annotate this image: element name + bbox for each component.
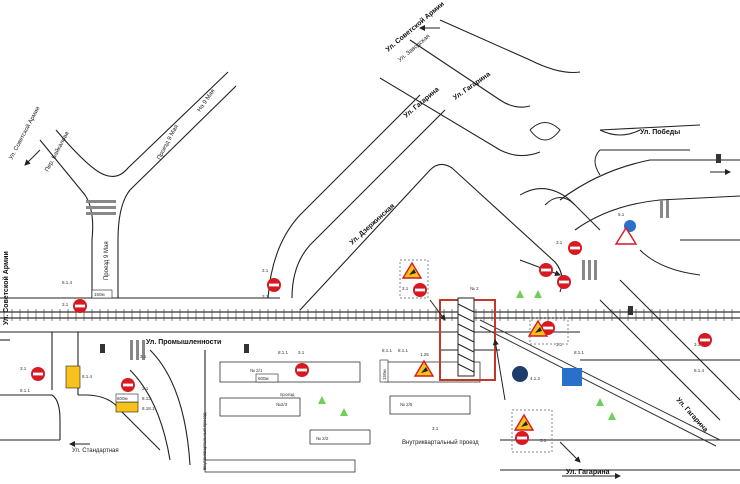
tree-icon bbox=[608, 412, 616, 420]
label-standartnaya: Ул. Стандартная bbox=[72, 448, 119, 454]
no-entry-sign-icon bbox=[413, 283, 427, 297]
sign-code: 3.1 bbox=[142, 386, 149, 391]
label-pobedy: Ул. Победы bbox=[640, 128, 680, 136]
sign-code: 3.1 bbox=[556, 342, 563, 347]
direction-arrows bbox=[24, 25, 731, 479]
distance-plate-icon bbox=[115, 393, 139, 403]
sign-code: 3.1 bbox=[20, 366, 27, 371]
sign-code: 8.1.4 bbox=[82, 374, 93, 379]
roundabout-sign-icon bbox=[512, 366, 528, 382]
label-sovetskoy-armii-left: Ул. Советской Армии bbox=[8, 105, 42, 160]
road-works-sign-icon bbox=[514, 414, 534, 431]
sign-code: 8.1.1 bbox=[278, 350, 289, 355]
sign-code: 8.1.4 bbox=[694, 368, 705, 373]
trees bbox=[318, 290, 616, 420]
distance-plate-icon bbox=[379, 359, 389, 383]
road-signs bbox=[31, 220, 712, 445]
distance-plate-text: 600м bbox=[258, 376, 269, 381]
label-vnutrikv-vert: Внутриквартальный проезд bbox=[201, 412, 207, 470]
label-promyshlennosti: Ул. Промышленности bbox=[146, 339, 221, 346]
sign-code: 3.1 bbox=[540, 438, 547, 443]
sign-code: 8.18.1 bbox=[142, 406, 155, 411]
building-no: №2/3 bbox=[276, 402, 288, 407]
distance-plates: 600м 150м 600м 150м bbox=[94, 292, 387, 401]
building-no: № 2/5 bbox=[400, 402, 413, 407]
label-dzerzhinskogo: Ул. Дзержинская bbox=[349, 203, 397, 247]
yield-sign-icon bbox=[614, 226, 638, 245]
road-works-sign-icon bbox=[414, 360, 434, 377]
no-entry-sign-icon bbox=[121, 378, 135, 392]
sign-code: 8.1.1 bbox=[574, 350, 585, 355]
label-proezd-small: проезд bbox=[280, 392, 295, 397]
tree-icon bbox=[516, 290, 524, 298]
traffic-light-icon bbox=[100, 344, 105, 353]
traffic-lights bbox=[100, 154, 721, 353]
label-gagarina-bottom: Ул. Гагарина bbox=[566, 469, 610, 476]
sign-code: 5.1 bbox=[618, 212, 625, 217]
sign-code: 3.1 bbox=[62, 302, 69, 307]
building-no: № 2/2 bbox=[316, 436, 329, 441]
sign-code: 3.1 bbox=[402, 286, 409, 291]
sign-code: 3.1 bbox=[140, 354, 147, 359]
railway-ties bbox=[3, 309, 733, 321]
building-blocks bbox=[204, 361, 481, 473]
label-per-baikalova: Пер. Байкалова bbox=[44, 130, 71, 173]
no-entry-sign-icon bbox=[31, 367, 45, 381]
sign-code: 3.1 bbox=[262, 268, 269, 273]
no-entry-sign-icon bbox=[568, 241, 582, 255]
lane-sign-icon bbox=[562, 368, 582, 386]
tree-icon bbox=[318, 396, 326, 404]
no-entry-sign-icon bbox=[515, 431, 529, 445]
sign-code: 3.1 bbox=[432, 426, 439, 431]
traffic-light-icon bbox=[244, 344, 249, 353]
road-works-sign-icon bbox=[402, 262, 422, 279]
label-sovetskoy-armii-vert: Ул. Советской Армии bbox=[2, 251, 10, 325]
sign-codes: 3.1 8.1.4 3.1 8.1.1 8.1.4 3.1 3.1 8.13 8… bbox=[20, 212, 705, 443]
sign-code: 8.1.1 bbox=[20, 388, 31, 393]
distance-plate-icon bbox=[255, 373, 279, 383]
sign-code: 8.1.1 bbox=[398, 348, 409, 353]
building-numbers: № 2 №2/3 № 2/2 № 2/5 № 2/1 bbox=[250, 286, 479, 441]
no-entry-sign-icon bbox=[267, 278, 281, 292]
tree-icon bbox=[340, 408, 348, 416]
no-entry-sign-icon bbox=[557, 275, 571, 289]
road-curbs bbox=[519, 122, 701, 276]
sign-code: 8.1.4 bbox=[62, 280, 73, 285]
traffic-light-icon bbox=[628, 306, 633, 315]
distance-plate-text: 150м bbox=[94, 292, 105, 297]
sign-code: 3.1 bbox=[262, 294, 269, 299]
distance-plate-icon bbox=[91, 289, 113, 299]
label-vnutrikvartalny: Внутриквартальный проезд bbox=[402, 439, 479, 446]
sign-code: 1.25 bbox=[420, 352, 429, 357]
detour-plate-icon bbox=[115, 401, 139, 413]
label-proezd-9-maya-b: Проезд 9 Мая bbox=[104, 241, 110, 280]
distance-plate-text: 150м bbox=[382, 369, 387, 380]
building-no: № 2/1 bbox=[250, 368, 263, 373]
crosswalks bbox=[86, 200, 669, 360]
detour-plate-icon bbox=[65, 365, 81, 389]
distance-plate-text: 600м bbox=[117, 396, 128, 401]
tree-icon bbox=[534, 290, 542, 298]
sign-code: 8.13 bbox=[142, 396, 151, 401]
sign-code: 3.1 bbox=[298, 350, 305, 355]
label-gagarina-top: Ул. Гагарина bbox=[452, 71, 492, 102]
no-entry-sign-icon bbox=[539, 263, 553, 277]
label-gagarina-right: Ул. Гагарина bbox=[675, 397, 709, 434]
sign-code: 3.1 bbox=[556, 240, 563, 245]
sign-code: 3.1 bbox=[694, 342, 701, 347]
sign-code: 8.1.1 bbox=[382, 348, 393, 353]
no-entry-sign-icon bbox=[73, 299, 87, 313]
traffic-light-icon bbox=[716, 154, 721, 163]
tree-icon bbox=[596, 398, 604, 406]
building-no: № 2 bbox=[470, 286, 479, 291]
no-entry-sign-icon bbox=[295, 363, 309, 377]
road-network bbox=[0, 19, 740, 471]
railway bbox=[0, 311, 740, 447]
sign-code: 4.1.2 bbox=[530, 376, 541, 381]
label-gagarina-mid: Ул. Гагарина bbox=[403, 86, 441, 119]
